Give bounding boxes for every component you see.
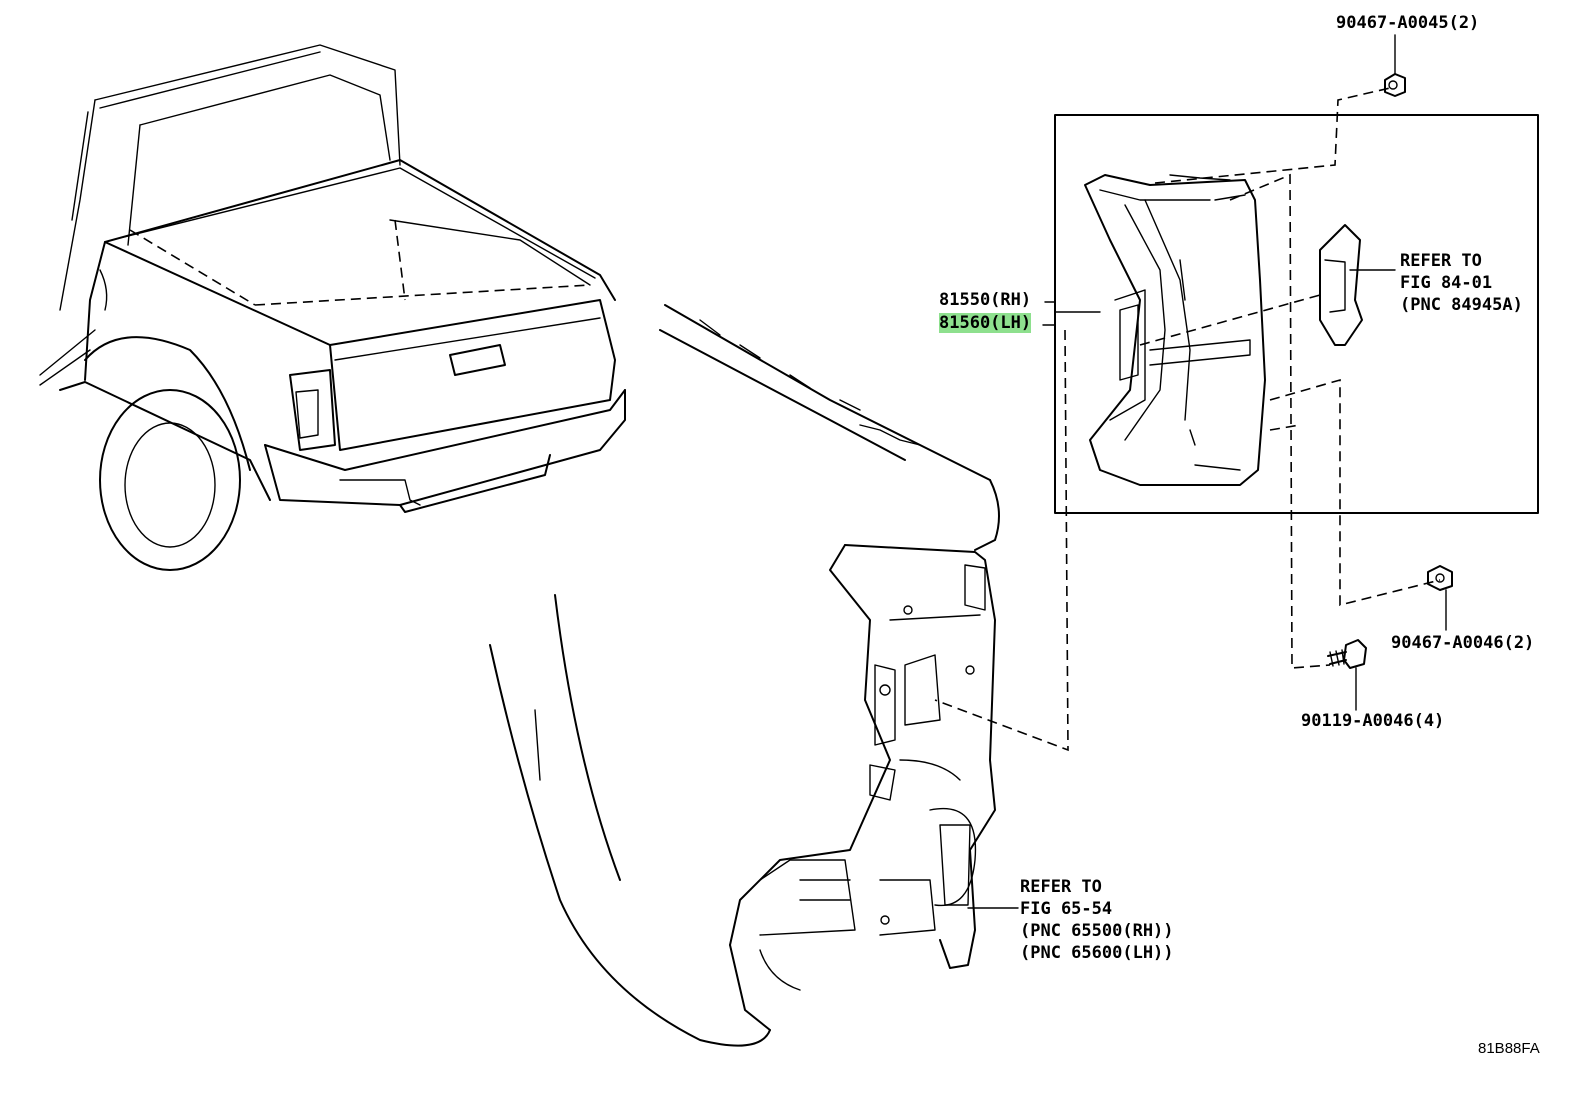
label-tail-lamp-rh[interactable]: 81550(RH) [939, 290, 1032, 310]
truck-rear-view [39, 44, 626, 571]
refer-84-line3[interactable]: (PNC 84945A) [1400, 295, 1523, 315]
refer-65-line2[interactable]: FIG 65-54 [1020, 899, 1113, 919]
label-nut-90467-a0045[interactable]: 90467-A0045(2) [1336, 13, 1480, 33]
tail-lamp-detail-box [1054, 87, 1539, 669]
bolt-icon [1327, 639, 1367, 669]
refer-84-line1: REFER TO [1400, 251, 1482, 271]
leader-lamp-to-body [934, 329, 1069, 752]
refer-65-line1: REFER TO [1020, 877, 1102, 897]
leader-lines [967, 34, 1447, 909]
nut-top-icon [1384, 73, 1406, 97]
refer-84-line2[interactable]: FIG 84-01 [1400, 273, 1493, 293]
nut-right-icon [1427, 565, 1453, 591]
refer-65-line4[interactable]: (PNC 65600(LH)) [1020, 943, 1174, 963]
label-nut-90467-a0046[interactable]: 90467-A0046(2) [1391, 633, 1535, 653]
bed-side-panel [489, 304, 1000, 1047]
label-tail-lamp-lh-highlight[interactable]: 81560(LH) [939, 313, 1032, 333]
refer-65-line3[interactable]: (PNC 65500(RH)) [1020, 921, 1174, 941]
label-bolt-90119-a0046[interactable]: 90119-A0046(4) [1301, 711, 1445, 731]
label-tail-lamp-lh[interactable]: 81560(LH) [939, 312, 1032, 334]
diagram-code: 81B88FA [1478, 1040, 1540, 1057]
